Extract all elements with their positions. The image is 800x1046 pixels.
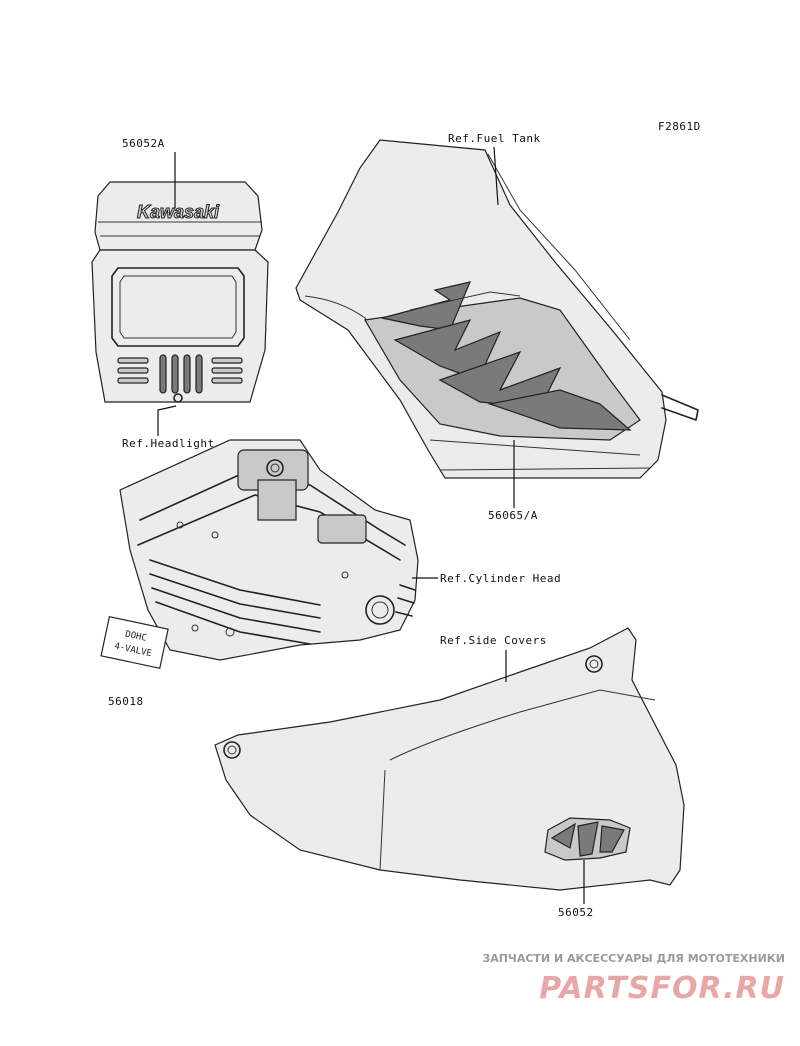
dohc-text-1: DOHC [124, 629, 147, 643]
watermark-tagline: ЗАПЧАСТИ И АКСЕССУАРЫ ДЛЯ МОТОТЕХНИКИ [482, 952, 785, 965]
label-ref-cylinder-head: Ref.Cylinder Head [440, 572, 561, 585]
side-cover-illustration [214, 627, 685, 891]
cylinder-fins [149, 559, 416, 645]
leader-ref-headlight [157, 405, 177, 436]
leader-ref-fuel-tank [493, 146, 499, 206]
label-56052A: 56052A [122, 137, 165, 150]
figure-code: F2861D [658, 120, 701, 133]
label-ref-fuel-tank: Ref.Fuel Tank [448, 132, 541, 145]
watermark-brand: PARTSFOR.RU [539, 971, 785, 1006]
label-ref-headlight: Ref.Headlight [122, 437, 215, 450]
kawasaki-emblem: Kawasaki [137, 202, 220, 222]
label-56052: 56052 [558, 906, 594, 919]
cylinder-head-illustration [119, 439, 419, 661]
side-cover-decal [544, 817, 631, 861]
label-56018: 56018 [108, 695, 144, 708]
tank-decal-graphic [364, 281, 641, 441]
dohc-badge: DOHC 4-VALVE [100, 615, 169, 669]
label-ref-side-covers: Ref.Side Covers [440, 634, 547, 647]
fuel-tank-illustration [295, 139, 699, 479]
label-56065A: 56065/A [488, 509, 538, 522]
headlight-cover-illustration: Kawasaki [91, 181, 269, 403]
headlight-vents [117, 354, 243, 394]
